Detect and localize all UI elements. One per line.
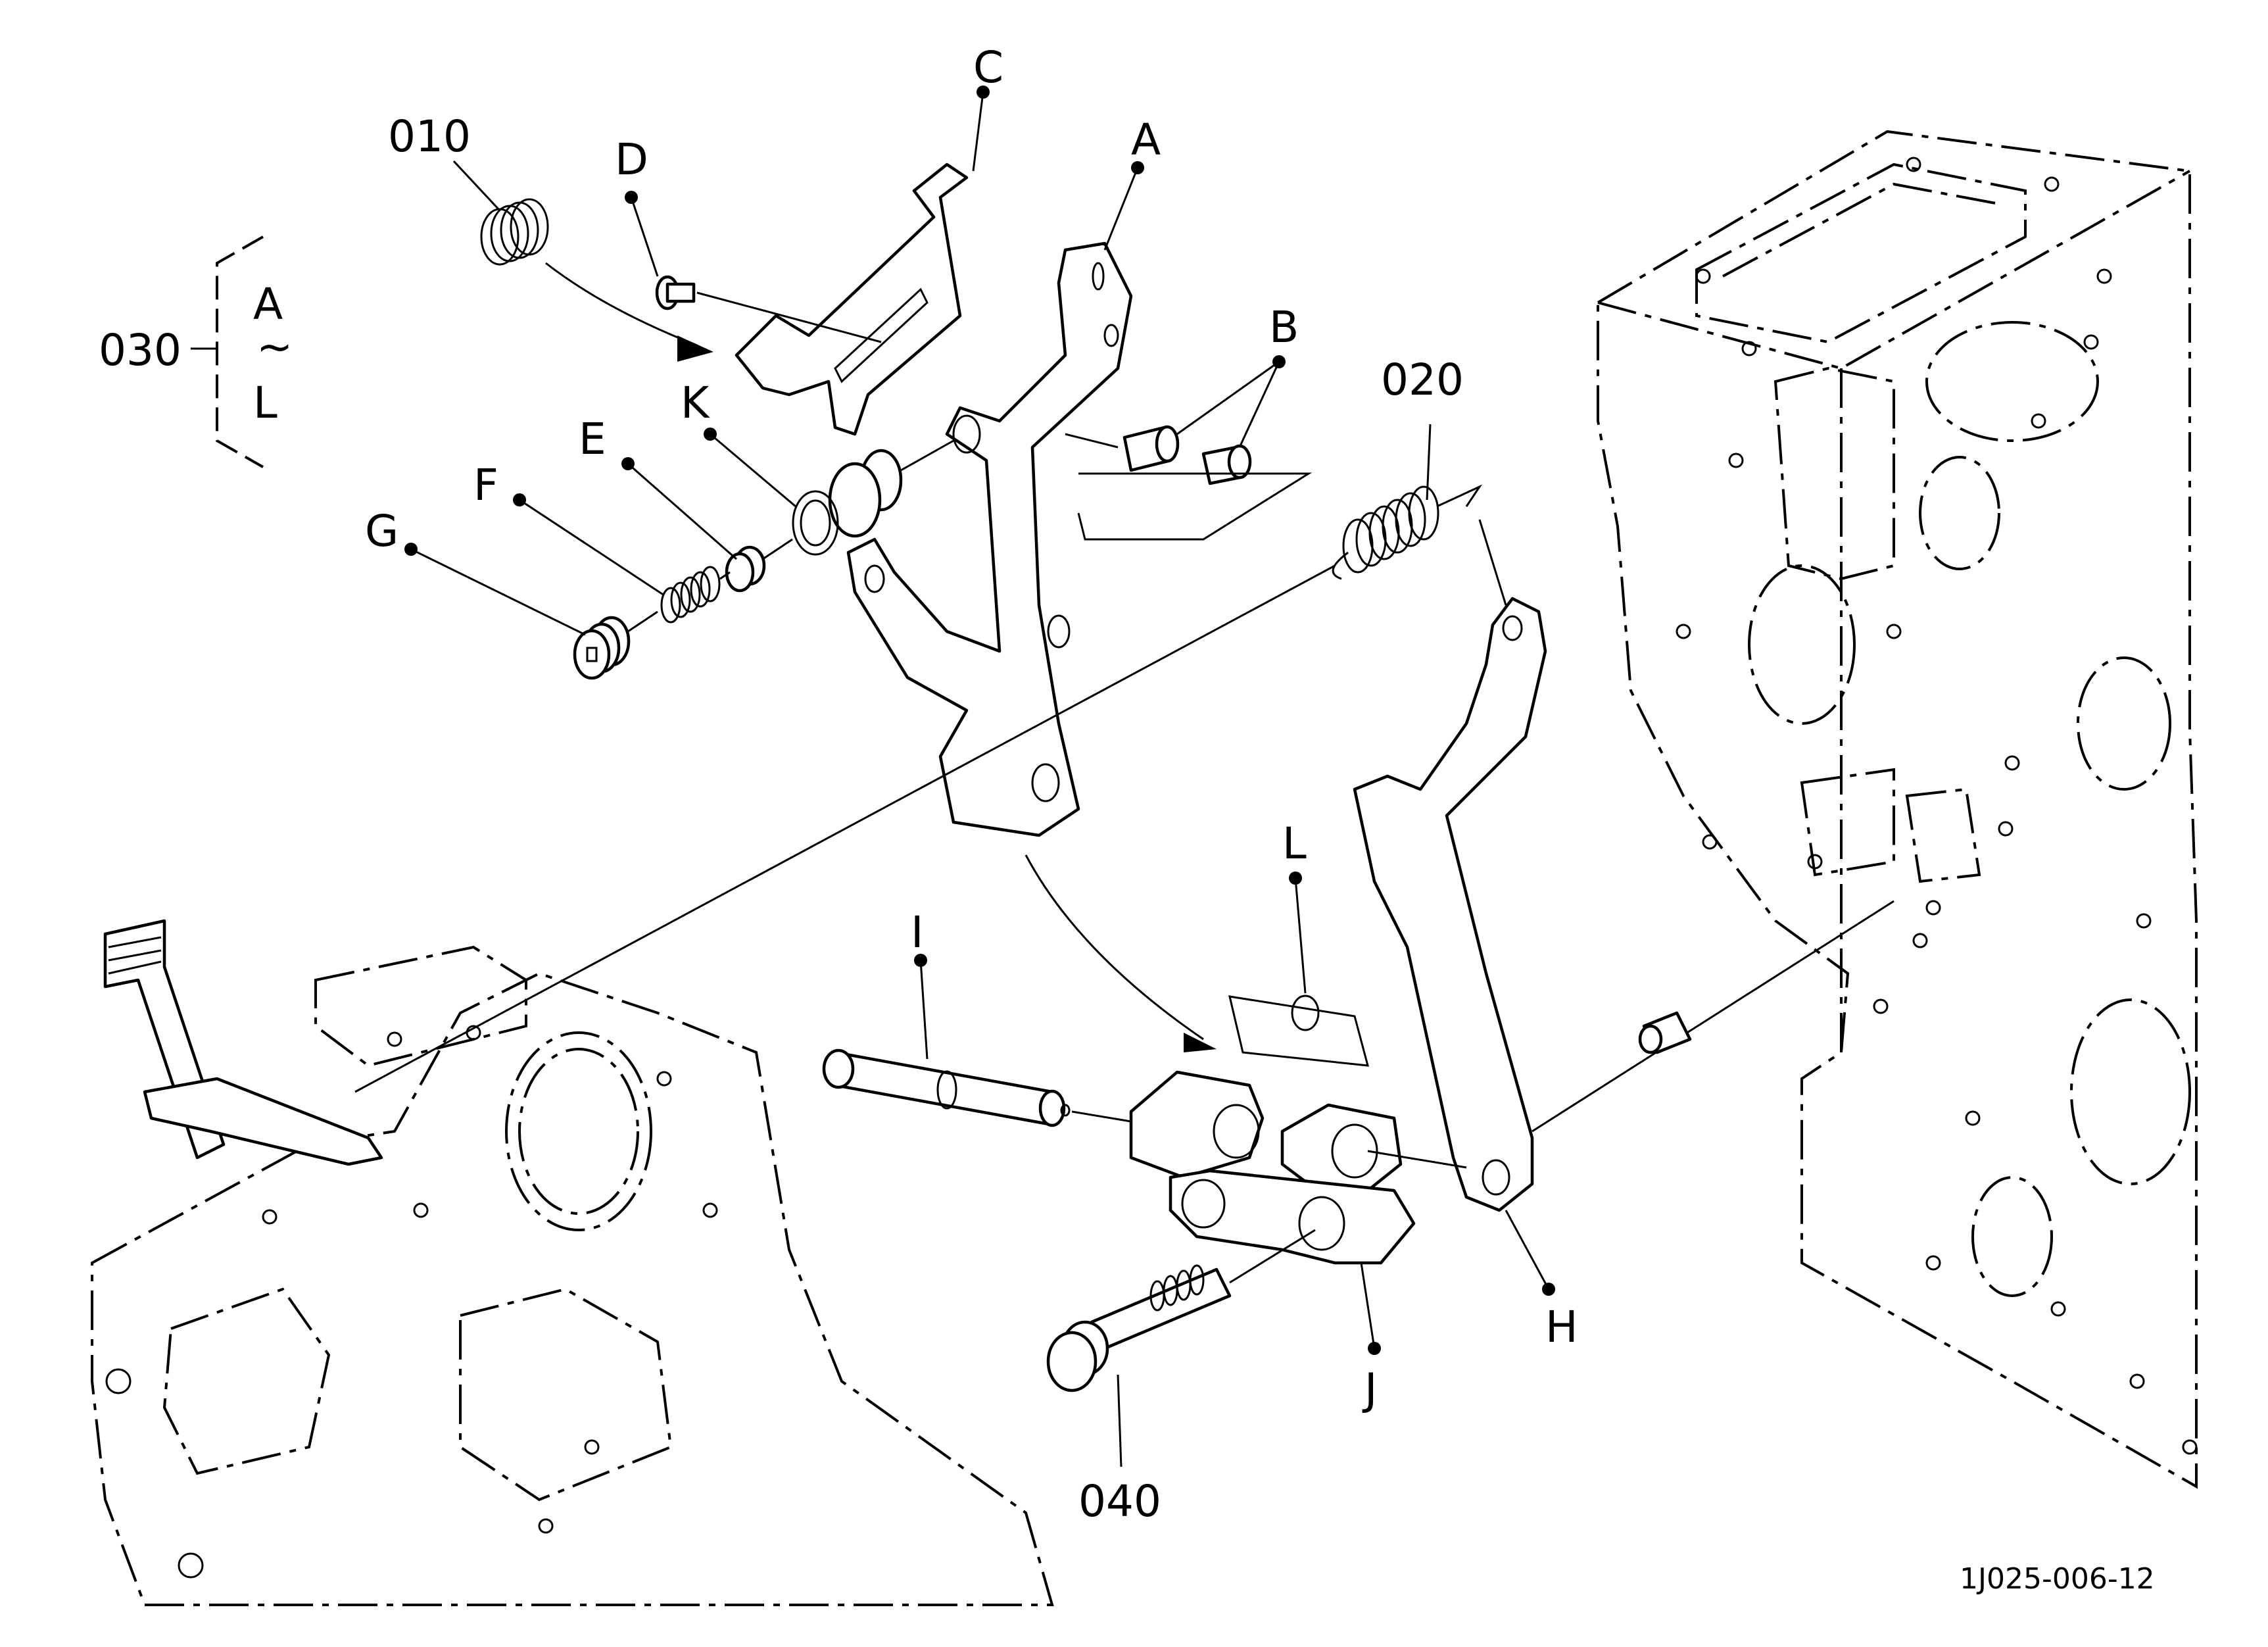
callout-010: 010	[388, 111, 471, 162]
callout-G: G	[365, 506, 398, 556]
callout-020: 020	[1381, 355, 1464, 405]
callout-K: K	[681, 378, 710, 428]
callout-range-end: L	[253, 378, 277, 428]
callout-range-sep: ~	[256, 322, 293, 372]
assembly-axis-line	[354, 564, 1336, 1093]
drawing-number: 1J025-006-12	[1960, 1562, 2155, 1596]
arrow-head	[1184, 1033, 1217, 1052]
callout-H: H	[1545, 1302, 1578, 1352]
bolt-040	[1046, 1229, 1316, 1392]
part-L-circlip	[1228, 995, 1370, 1067]
part-A-lever	[846, 241, 1133, 837]
callout-C: C	[973, 42, 1003, 93]
callout-L: L	[1282, 818, 1307, 869]
part-K-bushing	[792, 439, 954, 556]
part-G-set-screw	[573, 610, 658, 680]
part-J-bracket	[1129, 1070, 1467, 1265]
callout-J: J	[1362, 1364, 1377, 1415]
spring-010	[480, 198, 713, 362]
direction-arrow	[1025, 854, 1204, 1041]
part-D-pin	[655, 275, 882, 343]
callout-030: 030	[99, 325, 181, 376]
part-I-pin	[822, 1048, 1132, 1127]
oil-filler-plug	[103, 919, 383, 1166]
callout-D: D	[615, 134, 648, 185]
spring-020	[1332, 484, 1483, 580]
part-C-bracket	[735, 162, 969, 436]
engine-block	[1597, 130, 2198, 1489]
callout-F: F	[473, 460, 498, 510]
callout-I: I	[911, 907, 923, 958]
callout-B: B	[1269, 302, 1299, 353]
part-E-plunger	[725, 538, 793, 593]
callout-A: A	[1131, 114, 1161, 165]
part-F-spring	[660, 566, 731, 624]
gear-case	[91, 945, 1054, 1606]
part-H-lever	[1353, 597, 1894, 1212]
assembly-bracket-030	[191, 235, 264, 468]
small-bushing	[1638, 1011, 1692, 1054]
part-B-pins	[1065, 425, 1313, 541]
callout-range-start: A	[253, 279, 283, 330]
callout-E: E	[579, 414, 606, 464]
callout-040: 040	[1078, 1476, 1161, 1527]
